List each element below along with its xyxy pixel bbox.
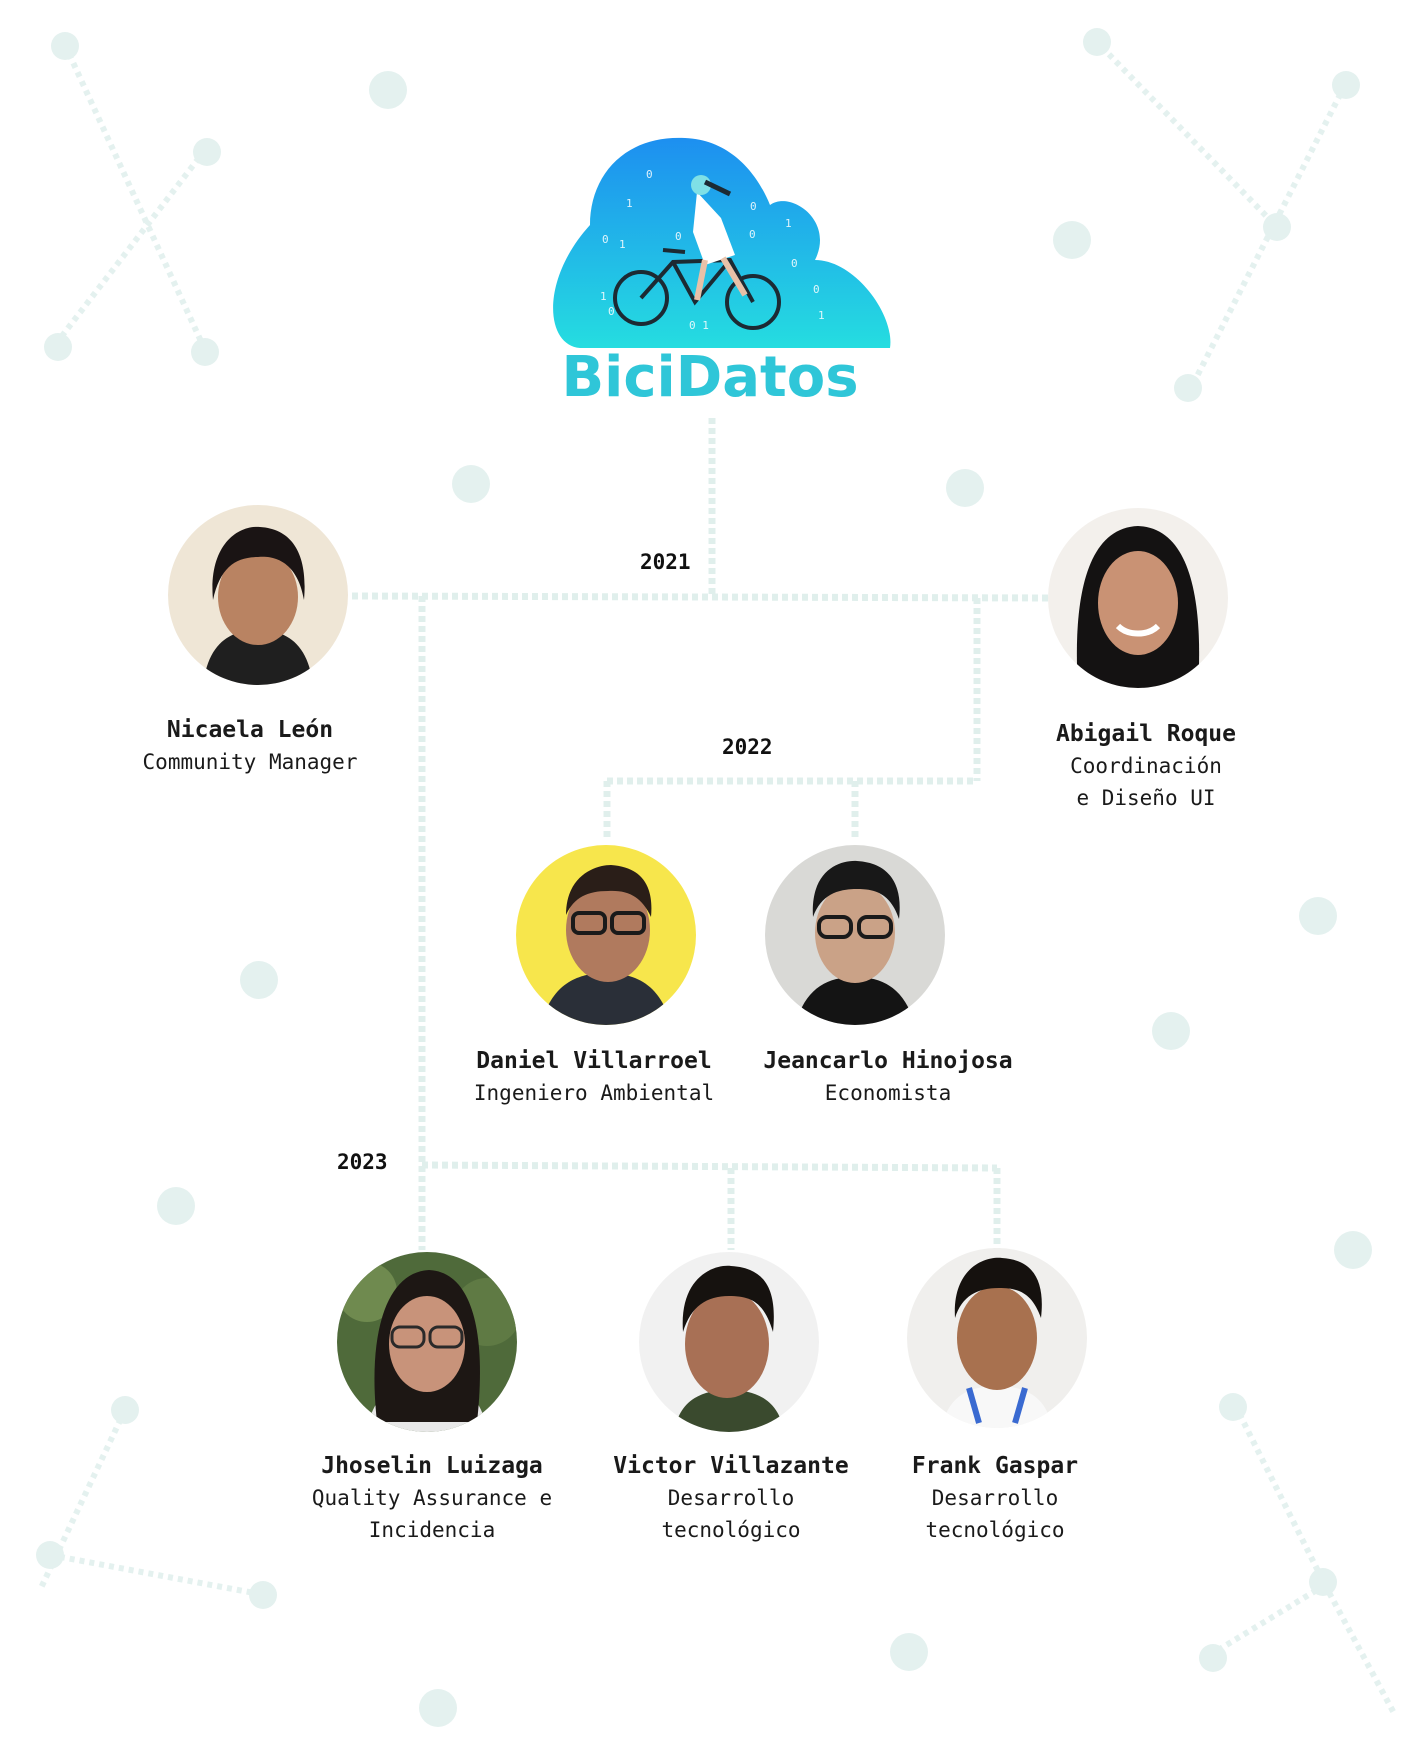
bicidatos-logo: 00 10 10 10 01 00 0 11 0 — [545, 130, 895, 420]
member-role: Community Manager — [142, 750, 358, 774]
avatar-jhoselin-luizaga — [337, 1252, 517, 1432]
member-card-jhoselin-luizaga: Jhoselin Luizaga Quality Assurance e Inc… — [282, 1450, 582, 1546]
year-label-2023: 2023 — [337, 1150, 388, 1174]
svg-text:0: 0 — [813, 283, 820, 296]
member-name: Frank Gaspar — [911, 1453, 1079, 1479]
member-card-victor-villazante: Victor Villazante Desarrollo tecnológico — [581, 1450, 881, 1546]
member-card-frank-gaspar: Frank Gaspar Desarrollo tecnológico — [845, 1450, 1145, 1546]
svg-text:0: 0 — [749, 228, 756, 241]
member-role: Coordinación e Diseño UI — [1070, 754, 1222, 810]
svg-text:1: 1 — [626, 197, 633, 210]
member-role: Quality Assurance e Incidencia — [311, 1486, 553, 1542]
svg-text:0: 0 — [608, 305, 615, 318]
svg-text:0: 0 — [791, 257, 798, 270]
cyclist-hair — [703, 179, 732, 197]
avatar-frank-gaspar — [907, 1248, 1087, 1428]
svg-text:0: 0 — [675, 230, 682, 243]
svg-text:0: 0 — [602, 233, 609, 246]
svg-text:0: 0 — [646, 168, 653, 181]
avatar-jeancarlo-hinojosa — [765, 845, 945, 1025]
member-name: Victor Villazante — [613, 1453, 849, 1479]
cyclist-dress — [693, 192, 735, 265]
member-name: Jeancarlo Hinojosa — [763, 1048, 1013, 1074]
svg-text:1: 1 — [619, 238, 626, 251]
cyclist-illustration — [613, 248, 781, 330]
decorative-dots — [36, 28, 1372, 1727]
svg-text:1: 1 — [600, 290, 607, 303]
member-name: Daniel Villarroel — [476, 1048, 712, 1074]
member-card-daniel-villarroel: Daniel Villarroel Ingeniero Ambiental — [444, 1045, 744, 1109]
member-role: Desarrollo tecnológico — [661, 1486, 801, 1542]
svg-text:0 1: 0 1 — [689, 319, 709, 332]
member-role: Ingeniero Ambiental — [473, 1081, 715, 1105]
member-name: Abigail Roque — [1055, 721, 1236, 747]
member-card-jeancarlo-hinojosa: Jeancarlo Hinojosa Economista — [738, 1045, 1038, 1109]
svg-text:0: 0 — [750, 200, 757, 213]
year-label-2021: 2021 — [640, 550, 691, 574]
avatar-daniel-villarroel — [516, 845, 696, 1025]
member-role: Economista — [824, 1081, 952, 1105]
cyclist-legs — [694, 256, 748, 301]
svg-text:1: 1 — [785, 217, 792, 230]
member-card-abigail-roque: Abigail Roque Coordinación e Diseño UI — [996, 718, 1296, 814]
avatar-victor-villazante — [639, 1252, 819, 1432]
svg-text:1: 1 — [818, 309, 825, 322]
member-name: Jhoselin Luizaga — [321, 1453, 543, 1479]
member-role: Desarrollo tecnológico — [925, 1486, 1065, 1542]
avatar-abigail-roque — [1048, 508, 1228, 688]
avatar-nicaela-leon — [168, 505, 348, 685]
member-card-nicaela-leon: Nicaela León Community Manager — [100, 714, 400, 778]
year-label-2022: 2022 — [722, 735, 773, 759]
member-name: Nicaela León — [166, 717, 334, 743]
brand-name: BiciDatos — [561, 345, 859, 410]
tree-connectors — [351, 418, 1051, 1250]
